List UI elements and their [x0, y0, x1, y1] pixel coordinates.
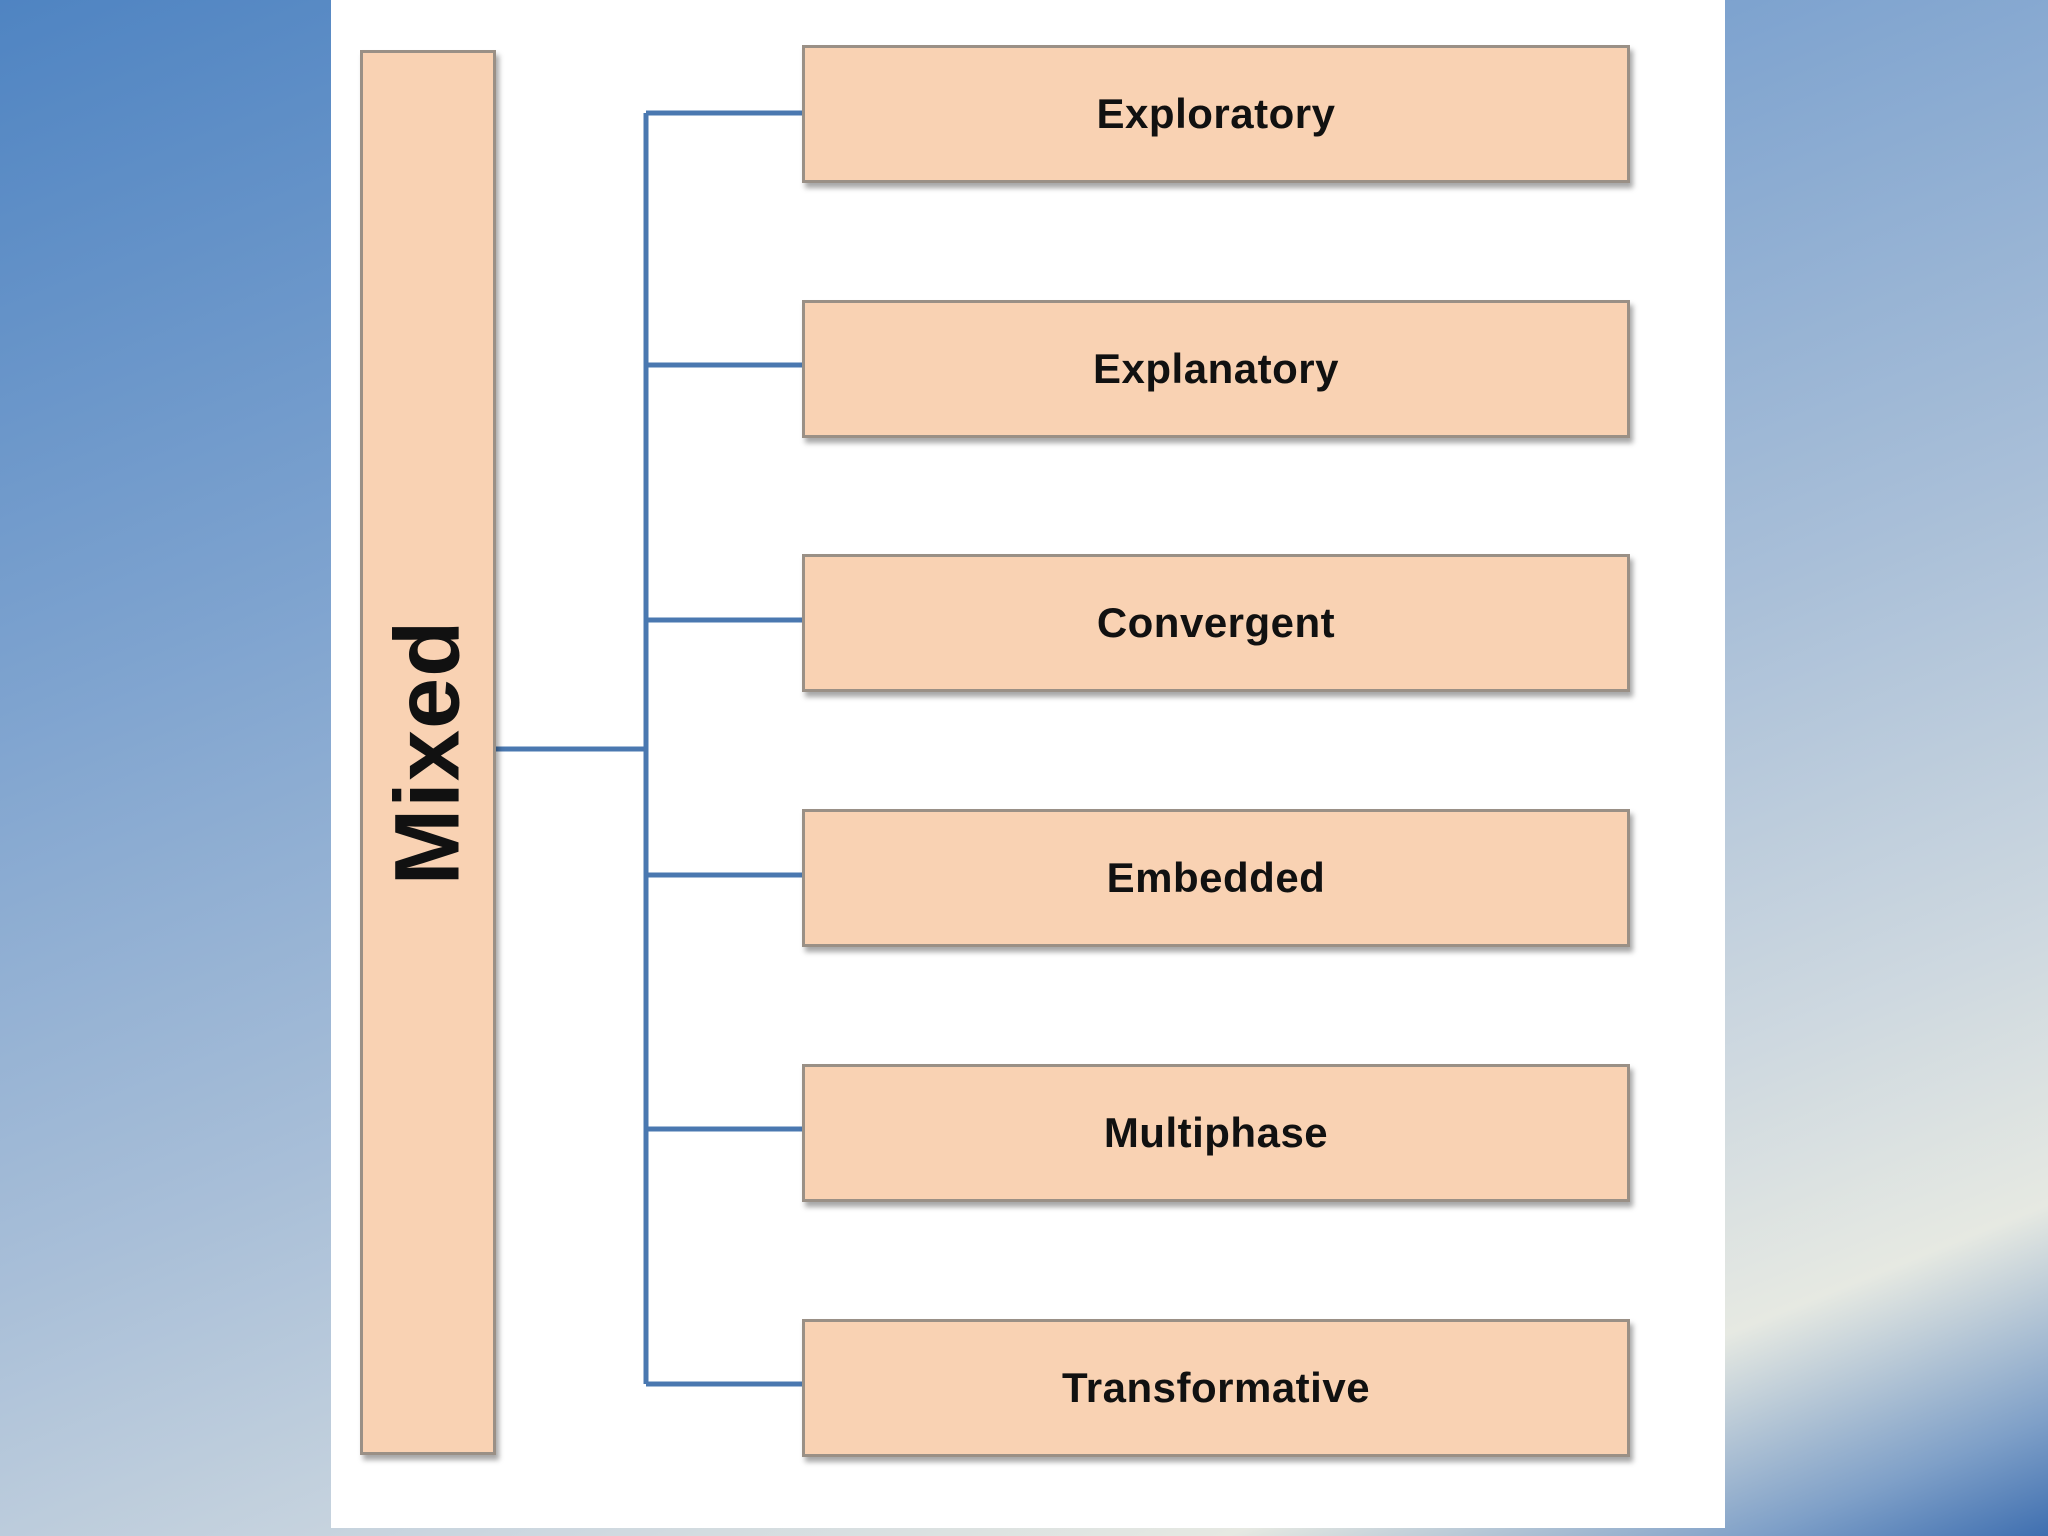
- node-convergent: Convergent: [802, 554, 1630, 692]
- node-transformative: Transformative: [802, 1319, 1630, 1457]
- node-embedded: Embedded: [802, 809, 1630, 947]
- node-label: Multiphase: [1103, 1109, 1329, 1156]
- diagram-panel: [331, 0, 1725, 1528]
- node-explanatory: Explanatory: [802, 300, 1630, 438]
- node-label: Explanatory: [1093, 345, 1339, 392]
- node-multiphase: Multiphase: [802, 1064, 1630, 1202]
- node-label: Convergent: [1096, 599, 1336, 646]
- root-node-mixed: Mixed: [360, 50, 496, 1455]
- root-label: Mixed: [376, 619, 479, 886]
- node-label: Transformative: [1061, 1364, 1371, 1411]
- node-label: Exploratory: [1096, 90, 1336, 137]
- node-label: Embedded: [1106, 854, 1326, 901]
- node-exploratory: Exploratory: [802, 45, 1630, 183]
